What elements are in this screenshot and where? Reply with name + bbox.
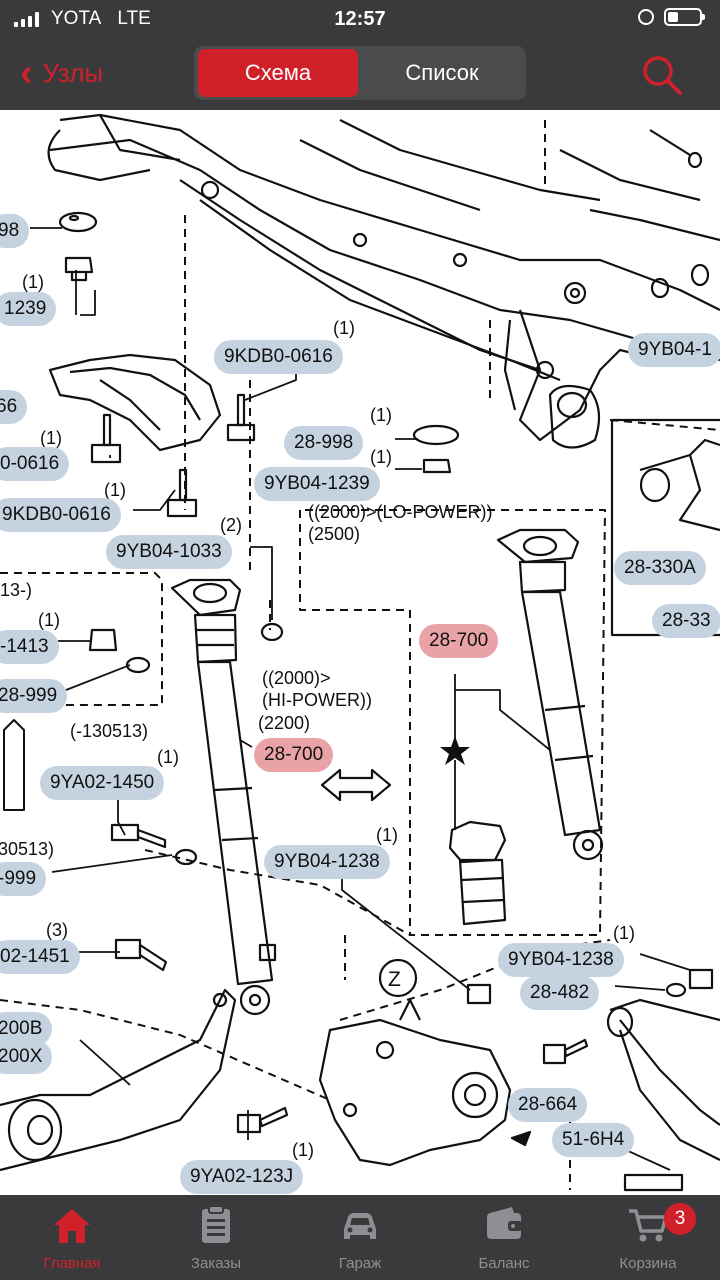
part-label-1451-partial[interactable]: 02-1451 — [0, 940, 80, 974]
qty-9ya02-123j: (1) — [292, 1140, 314, 1160]
home-icon — [54, 1209, 90, 1243]
part-label-9kdb0-0616-top[interactable]: 9KDB0-0616 — [214, 340, 343, 374]
part-label-28-998-partial[interactable]: 98 — [0, 214, 30, 248]
part-label-1413-partial[interactable]: -1413 — [0, 630, 59, 664]
nav-bar: ‹ Узлы Схема Список — [0, 40, 720, 110]
tab-cart-label: Корзина — [619, 1255, 677, 1272]
part-label-66-partial[interactable]: 66 — [0, 390, 28, 424]
qty-9yb04-1238-b: (1) — [613, 923, 635, 943]
qty-9yb04-1239: (1) — [370, 447, 392, 467]
part-label-28-482[interactable]: 28-482 — [520, 976, 600, 1010]
part-label-9yb04-partial[interactable]: 9YB04-1 — [628, 333, 720, 367]
note-hi-power-3: (2200) — [258, 713, 311, 733]
wallet-icon — [487, 1207, 522, 1239]
note-lo-power-1: ((2000)>(LO-POWER)) — [308, 502, 493, 522]
diagram-drawing — [0, 113, 720, 1192]
tab-home-label: Главная — [43, 1255, 101, 1272]
qty-1413: (1) — [38, 610, 60, 630]
part-label-0-0616-partial[interactable]: 0-0616 — [0, 447, 70, 481]
part-label-51-6h4[interactable]: 51-6H4 — [552, 1123, 635, 1157]
tab-cart[interactable]: Корзина — [576, 1195, 720, 1280]
qty-9ya02-1450: (1) — [157, 747, 179, 767]
part-label-1239-partial[interactable]: 1239 — [0, 292, 57, 326]
part-label-28-330a[interactable]: 28-330A — [614, 551, 706, 585]
carrier: YOTA LTE — [14, 8, 151, 30]
part-label-28-998[interactable]: 28-998 — [284, 426, 364, 460]
qty-9yb04-1033: (2) — [220, 515, 242, 535]
clipboard-icon — [202, 1205, 230, 1243]
network-type: LTE — [117, 8, 151, 29]
car-icon — [344, 1213, 376, 1239]
qty-1239-partial: (1) — [22, 272, 44, 292]
view-switcher: Схема Список — [194, 46, 526, 100]
status-bar: YOTA LTE 12:57 — [0, 0, 720, 40]
part-label-28-33-partial[interactable]: 28-33 — [652, 604, 720, 638]
tab-balance-label: Баланс — [478, 1255, 530, 1272]
segment-scheme[interactable]: Схема — [198, 49, 358, 97]
tab-orders[interactable]: Заказы — [144, 1195, 288, 1280]
part-label-28-700-lo-power[interactable]: 28-700 — [419, 624, 499, 658]
cart-badge: 3 — [664, 1203, 696, 1235]
part-label-200x-partial[interactable]: 200X — [0, 1040, 53, 1074]
qty-0616-partial: (1) — [40, 428, 62, 448]
part-label-999-partial[interactable]: -999 — [0, 862, 47, 896]
part-label-28-700-hi-power[interactable]: 28-700 — [254, 738, 334, 772]
tab-garage[interactable]: Гараж — [288, 1195, 432, 1280]
qty-9kdb-top: (1) — [333, 318, 355, 338]
tab-home[interactable]: Главная — [0, 1195, 144, 1280]
part-label-28-999-partial[interactable]: 28-999 — [0, 679, 68, 713]
carrier-name: YOTA — [51, 8, 102, 29]
tab-garage-label: Гараж — [338, 1255, 382, 1272]
part-label-9yb04-1239[interactable]: 9YB04-1239 — [254, 467, 380, 501]
part-label-9yb04-1238-b[interactable]: 9YB04-1238 — [498, 943, 624, 977]
marker-z: Z — [388, 968, 401, 991]
parts-diagram[interactable]: 98 (1) 1239 (1) 9KDB0-0616 66 (1) 0-0616… — [0, 110, 720, 1195]
search-icon[interactable] — [640, 53, 684, 97]
clock: 12:57 — [334, 8, 386, 30]
orientation-lock-icon — [638, 9, 654, 25]
qty-9kdb-mid: (1) — [104, 480, 126, 500]
note-hi-power-2: (HI-POWER)) — [262, 690, 372, 710]
note-hi-power-1: ((2000)> — [262, 668, 331, 688]
chevron-left-icon: ‹ — [20, 52, 33, 94]
back-button[interactable]: ‹ Узлы — [20, 52, 104, 94]
part-label-9kdb0-0616-mid[interactable]: 9KDB0-0616 — [0, 498, 121, 532]
tab-bar: Главная Заказы Гараж Баланс — [0, 1195, 720, 1280]
tab-orders-label: Заказы — [190, 1255, 242, 1272]
part-label-9ya02-1450[interactable]: 9YA02-1450 — [40, 766, 165, 800]
back-label: Узлы — [42, 57, 104, 88]
qty-28-998: (1) — [370, 405, 392, 425]
note-date-130513: (-130513) — [70, 721, 149, 741]
cart-icon — [629, 1209, 668, 1242]
part-label-28-664[interactable]: 28-664 — [508, 1088, 588, 1122]
qty-9yb04-1238-a: (1) — [376, 825, 398, 845]
battery-icon — [664, 8, 705, 26]
tab-balance[interactable]: Баланс — [432, 1195, 576, 1280]
signal-icon — [14, 11, 39, 27]
segment-list[interactable]: Список — [405, 60, 479, 85]
note-date-30513: 30513) — [0, 839, 55, 859]
note-date-13: 13-) — [0, 580, 33, 600]
part-label-9yb04-1033[interactable]: 9YB04-1033 — [106, 535, 232, 569]
status-right — [638, 8, 705, 26]
note-lo-power-2: (2500) — [308, 524, 361, 544]
qty-1451: (3) — [46, 920, 68, 940]
part-label-9yb04-1238-a[interactable]: 9YB04-1238 — [264, 845, 390, 879]
part-label-9ya02-123j[interactable]: 9YA02-123J — [180, 1160, 304, 1194]
